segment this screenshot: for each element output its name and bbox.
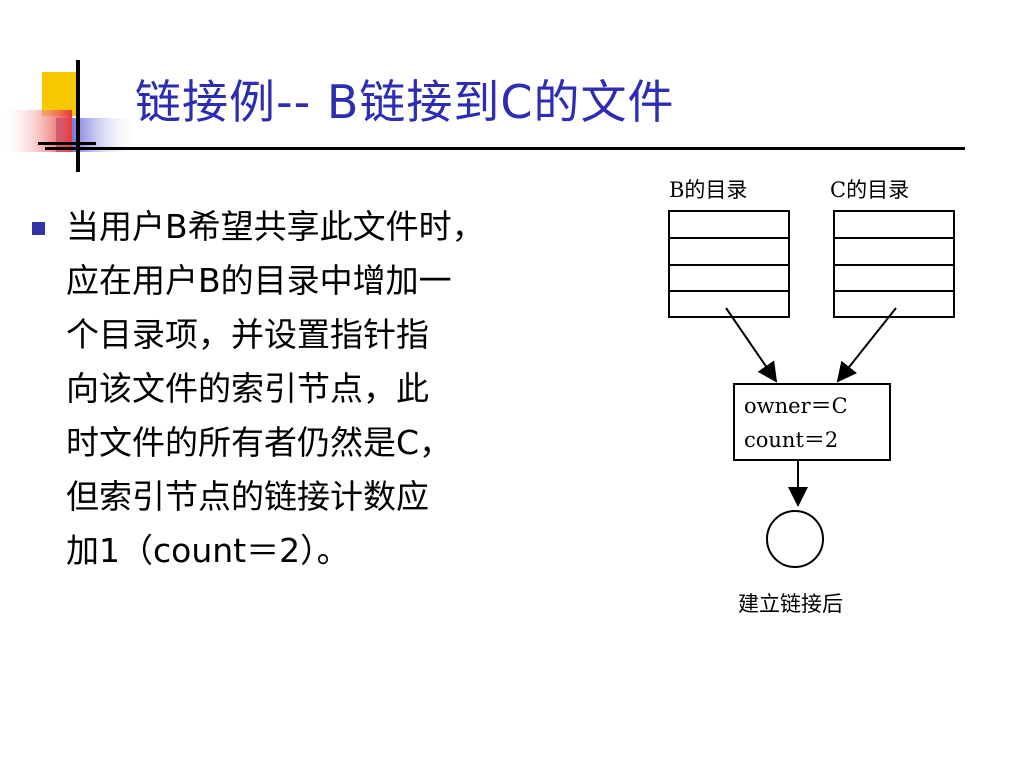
bullet-line: 应在用户B的目录中增加一	[66, 261, 452, 300]
dir-c-label: C的目录	[830, 178, 909, 202]
inode-owner: owner＝C	[744, 394, 848, 418]
inode-box	[733, 383, 891, 461]
title-divider	[45, 147, 965, 150]
inode-count: count＝2	[744, 428, 838, 452]
bullet-line: 加1（count＝2）。	[66, 531, 350, 570]
slide-logo-graphic	[6, 60, 134, 172]
bullet-line: 当用户B希望共享此文件时，	[66, 207, 485, 246]
arrow-b-to-inode	[725, 307, 778, 383]
bullet-square-icon	[32, 222, 45, 235]
bullet-line: 时文件的所有者仍然是C，	[66, 423, 453, 462]
link-diagram: B的目录 C的目录 owner＝C count＝2 建立链接后	[668, 178, 955, 616]
bullet-line: 向该文件的索引节点，此	[66, 369, 429, 408]
arrow-c-to-inode	[836, 307, 897, 383]
bullet-line: 个目录项，并设置指针指	[66, 315, 429, 354]
slide-title: 链接例-- B链接到C的文件	[135, 75, 675, 129]
dir-c-table	[833, 210, 955, 318]
bullet-line: 但索引节点的链接计数应	[66, 477, 429, 516]
file-node-circle	[766, 510, 824, 568]
dir-b-label: B的目录	[669, 178, 747, 202]
diagram-caption: 建立链接后	[738, 592, 843, 616]
bullet-paragraph: 当用户B希望共享此文件时， 应在用户B的目录中增加一 个目录项，并设置指针指 向…	[66, 200, 626, 578]
dir-b-table	[668, 210, 790, 318]
